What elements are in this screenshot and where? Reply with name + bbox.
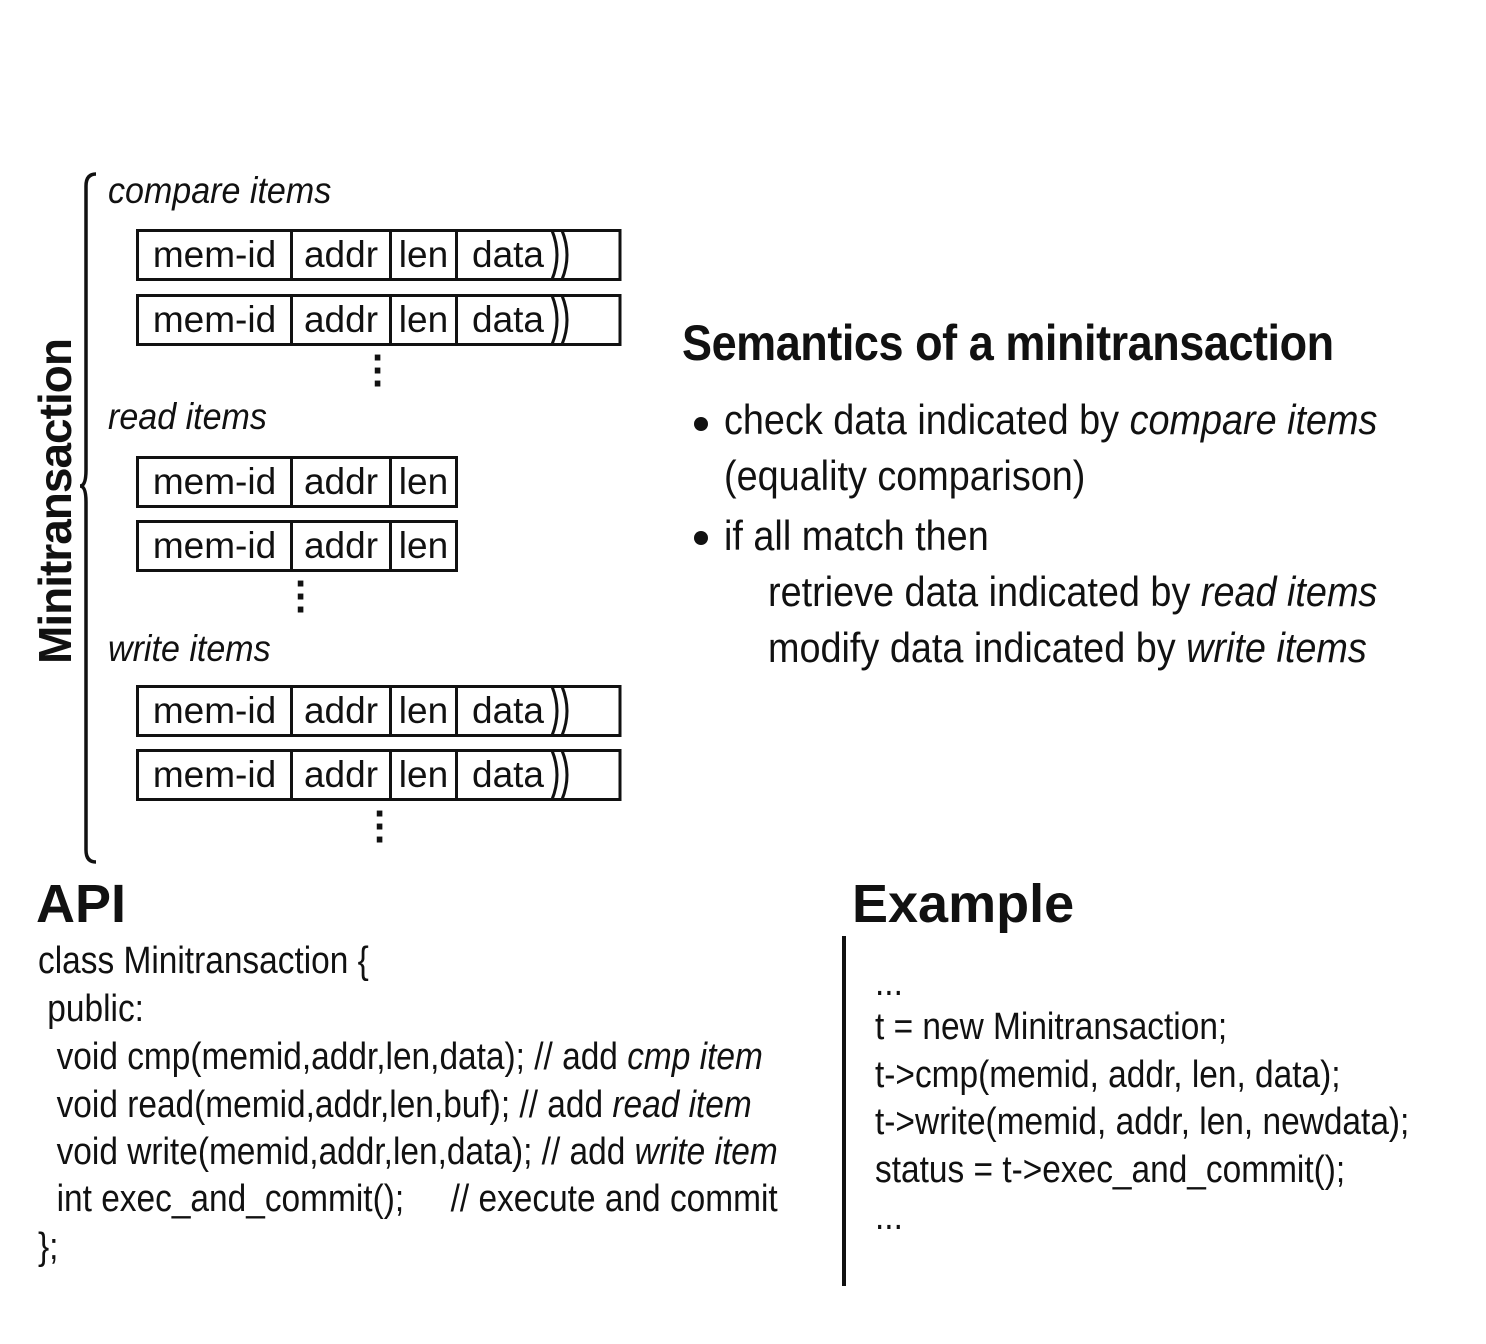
example-code-line: t->cmp(memid, addr, len, data); [875,1054,1341,1096]
group-label-read: read items [108,396,267,437]
field-addr: addr [290,456,389,508]
retrieve-emphasis: read items [1200,568,1378,615]
field-mem-id: mem-id [136,456,290,508]
api-code-emphasis: read item [612,1084,752,1126]
field-addr: addr [290,685,389,737]
field-addr: addr [290,520,389,572]
field-addr: addr [290,749,389,801]
semantics-title: Semantics of a minitransaction [682,315,1334,371]
bullet-1-emphasis: compare items [1129,396,1378,443]
api-code-line: int exec_and_commit(); // execute and co… [38,1178,778,1221]
ellipsis-vertical: ··· [372,336,386,406]
modify-emphasis: write items [1186,624,1367,671]
api-heading: API [36,874,127,934]
ellipsis-vertical: ··· [295,562,309,632]
api-code-text: }; [38,1226,59,1268]
field-addr: addr [290,294,389,346]
api-code-text: class Minitransaction { [38,940,369,982]
field-data: data [455,749,553,801]
api-code-text: void write(memid,addr,len,data); // add [38,1131,635,1173]
bullet-1-text: check data indicated by [724,396,1130,443]
field-data: data [455,685,553,737]
semantics-bullet-2: if all match then [724,512,989,559]
example-code-line: t->write(memid, addr, len, newdata); [875,1101,1410,1143]
api-code-line: class Minitransaction { [38,940,369,983]
api-code-line: public: [38,988,144,1031]
field-mem-id: mem-id [136,749,290,801]
api-code-text: int exec_and_commit(); // execute and co… [38,1178,778,1220]
field-mem-id: mem-id [136,520,290,572]
api-code-line: void cmp(memid,addr,len,data); // add cm… [38,1036,763,1079]
api-code-emphasis: cmp item [627,1036,763,1078]
field-mem-id: mem-id [136,294,290,346]
semantics-modify-line: modify data indicated by write items [768,624,1367,672]
retrieve-text: retrieve data indicated by [768,568,1201,615]
semantics-bullet-1: check data indicated by compare items [724,396,1377,444]
data-continuation-break [550,229,622,281]
api-code-line: }; [38,1226,58,1269]
modify-text: modify data indicated by [768,624,1187,671]
field-data: data [455,229,553,281]
example-code-line: status = t->exec_and_commit(); [875,1149,1346,1191]
field-len: len [389,456,458,508]
data-continuation-break [550,749,622,801]
example-code-line: t = new Minitransaction; [875,1006,1228,1048]
data-continuation-break [550,294,622,346]
field-len: len [389,294,455,346]
api-code-text: void read(memid,addr,len,buf); // add [38,1084,613,1126]
bullet-dot [694,417,708,431]
field-len: len [389,229,455,281]
field-mem-id: mem-id [136,685,290,737]
bullet-dot [694,531,708,545]
group-label-write: write items [108,628,271,669]
semantics-retrieve-line: retrieve data indicated by read items [768,568,1377,616]
api-code-text: public: [38,988,144,1030]
data-continuation-break [550,685,622,737]
semantics-bullet-1-continuation: (equality comparison) [724,452,1086,499]
field-len: len [389,520,458,572]
field-addr: addr [290,229,389,281]
api-code-line: void read(memid,addr,len,buf); // add re… [38,1084,752,1127]
api-code-text: void cmp(memid,addr,len,data); // add [38,1036,628,1078]
example-heading: Example [852,874,1075,934]
field-data: data [455,294,553,346]
curly-brace [79,172,97,864]
group-label-compare: compare items [108,170,332,211]
ellipsis-vertical: ··· [374,792,388,862]
api-code-line: void write(memid,addr,len,data); // add … [38,1131,778,1174]
field-len: len [389,749,455,801]
column-divider [842,936,846,1286]
api-code-emphasis: write item [634,1131,778,1173]
example-code-line: ... [875,1196,903,1238]
field-mem-id: mem-id [136,229,290,281]
field-len: len [389,685,455,737]
example-code-line: ... [875,962,903,1004]
